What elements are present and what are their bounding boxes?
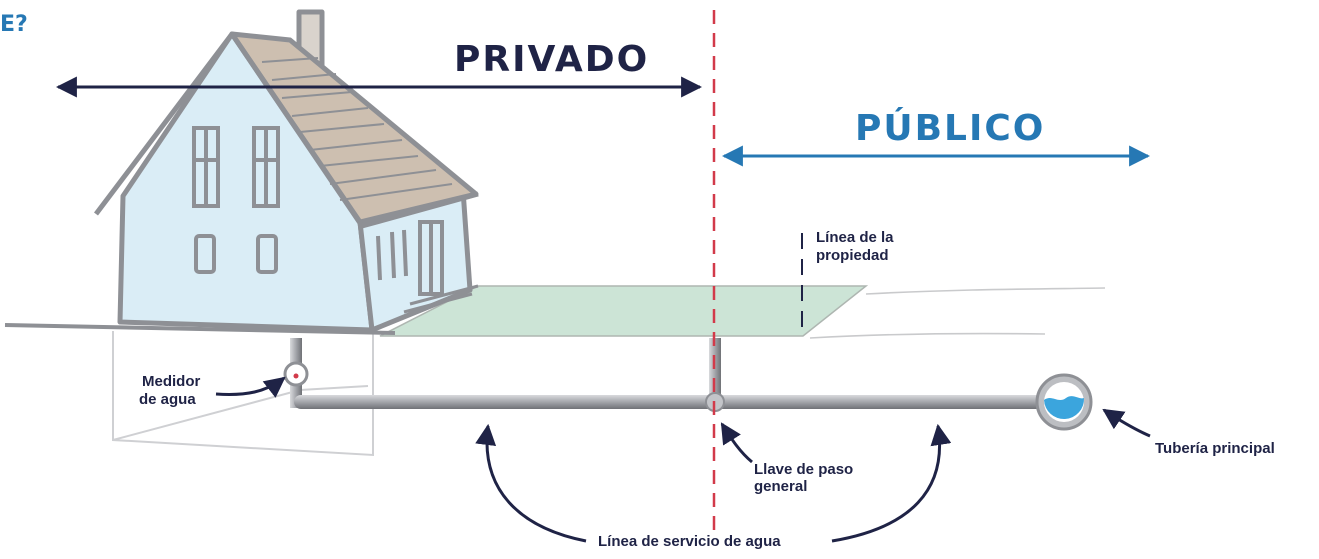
water-meter-label-2: de agua [139, 391, 196, 408]
main-valve-label-2: general [754, 478, 807, 495]
public-zone-title: PÚBLICO [855, 107, 1045, 149]
water-meter-icon [283, 361, 309, 387]
service-line-arrow-right [831, 423, 952, 543]
water-meter-label-1: Medidor [142, 373, 200, 390]
service-line-arrow-left [475, 423, 587, 543]
service-line-label: Línea de servicio de agua [598, 533, 781, 550]
svg-text:Medidor de agua: Medidor de agua [139, 373, 205, 408]
water-pipes [290, 338, 1049, 409]
property-line-label-2: propiedad [816, 247, 889, 264]
main-valve-pointer-arrow [720, 422, 753, 464]
water-meter-pointer-arrow [215, 376, 286, 398]
water-main-cross-section-icon [1035, 373, 1093, 431]
private-zone-title: PRIVADO [454, 39, 649, 80]
street-ground-lines [809, 287, 1106, 339]
house-windows [192, 126, 444, 296]
main-pipe-label: Tubería principal [1155, 440, 1275, 457]
svg-text:Línea de la propiedad: Línea de la propiedad [816, 229, 898, 264]
porch-steps [403, 284, 479, 314]
main-valve-label-1: Llave de paso [754, 461, 853, 478]
house [94, 9, 479, 333]
lawn [379, 285, 869, 337]
main-pipe-pointer-arrow [1102, 408, 1151, 438]
svg-text:Llave de paso general: Llave de paso general [754, 461, 857, 495]
ground-line [4, 323, 396, 335]
header-fragment: E? [0, 12, 28, 37]
property-line-label-1: Línea de la [816, 229, 894, 246]
